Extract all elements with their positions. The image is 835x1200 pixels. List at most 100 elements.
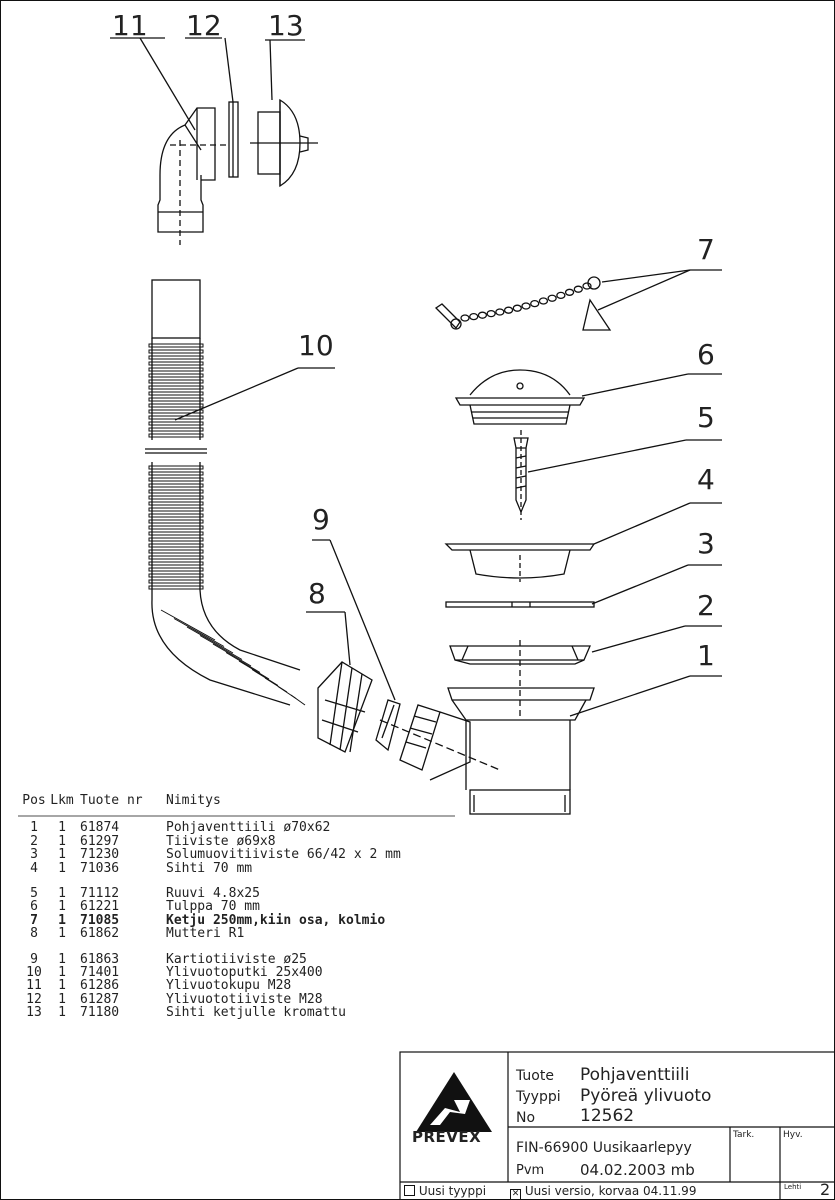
row-lkm: 1 xyxy=(58,847,66,863)
callout-1: 1 xyxy=(697,639,715,672)
callout-4: 4 xyxy=(697,463,715,496)
callout-11: 11 xyxy=(112,9,148,42)
leader-9 xyxy=(329,539,396,701)
parts-list-header: Pos Lkm Tuote nr Nimitys xyxy=(18,793,458,808)
row-nimitys: Ylivuototiiviste M28 xyxy=(166,991,323,1007)
tark-label: Tark. xyxy=(733,1130,755,1140)
row-pos: 10 xyxy=(26,965,42,981)
row-lkm: 1 xyxy=(58,820,66,836)
row-nimitys: Ylivuotoputki 25x400 xyxy=(166,965,323,981)
leader-7b xyxy=(597,269,691,311)
part-10-overflow-pipe xyxy=(145,279,306,706)
row-pos: 5 xyxy=(30,886,38,902)
hyv-label: Hyv. xyxy=(783,1130,803,1140)
part-5-screw xyxy=(513,430,529,520)
no-label: No xyxy=(516,1110,536,1126)
row-pos: 6 xyxy=(30,899,38,915)
callout-6: 6 xyxy=(697,338,715,371)
row-pos: 3 xyxy=(30,847,38,863)
row-lkm: 1 xyxy=(58,991,66,1007)
leader-7a xyxy=(601,269,691,283)
row-nimitys: Sihti 70 mm xyxy=(166,860,253,876)
pvm-label: Pvm xyxy=(516,1163,545,1178)
row-nimitys: Ruuvi 4.8x25 xyxy=(166,886,260,902)
row-tuote-nr: 71085 xyxy=(80,912,120,928)
part-13-chain-strainer xyxy=(250,98,318,188)
row-nimitys: Ylivuotokupu M28 xyxy=(166,978,292,994)
row-pos: 11 xyxy=(26,978,42,994)
row-pos: 9 xyxy=(30,951,38,967)
part-1-drain-valve-body xyxy=(379,640,595,815)
row-nimitys: Tulppa 70 mm xyxy=(166,899,260,915)
leader-1 xyxy=(569,675,691,717)
brand-name: PREVEX xyxy=(412,1128,482,1146)
callout-10: 10 xyxy=(298,329,334,362)
callout-5: 5 xyxy=(697,401,715,434)
row-lkm: 1 xyxy=(58,886,66,902)
row-tuote-nr: 71230 xyxy=(80,847,120,863)
tuote-label: Tuote xyxy=(516,1068,554,1084)
row-pos: 13 xyxy=(26,1005,42,1021)
part-2-seal xyxy=(449,645,591,665)
row-tuote-nr: 71036 xyxy=(80,860,120,876)
callout-3: 3 xyxy=(697,527,715,560)
callout-13: 13 xyxy=(268,9,304,42)
new-version-label: Uusi versio, korvaa 04.11.99 xyxy=(524,1184,697,1198)
header-pos: Pos xyxy=(22,793,46,808)
row-pos: 7 xyxy=(30,912,38,928)
new-version-option: ✕ Uusi versio, korvaa 04.11.99 xyxy=(510,1184,696,1200)
leader-12 xyxy=(224,37,234,103)
part-6-plug xyxy=(454,369,586,425)
row-tuote-nr: 61874 xyxy=(80,820,120,836)
prevex-logo xyxy=(416,1072,492,1132)
new-version-checkbox: ✕ xyxy=(510,1189,521,1200)
row-pos: 1 xyxy=(30,820,38,836)
title-block-frame xyxy=(399,1051,835,1200)
callout-9: 9 xyxy=(312,503,330,536)
parts-list-row: 3 1 71230 Solumuovitiiviste 66/42 x 2 mm xyxy=(18,847,458,863)
part-8-nut-r1 xyxy=(317,661,373,753)
row-tuote-nr: 61297 xyxy=(80,833,120,849)
row-nimitys: Tiiviste ø69x8 xyxy=(166,833,276,849)
leader-10 xyxy=(174,367,299,421)
row-lkm: 1 xyxy=(58,1005,66,1021)
row-lkm: 1 xyxy=(58,912,66,928)
part-12-overflow-gasket xyxy=(228,101,239,178)
row-tuote-nr: 71401 xyxy=(80,965,120,981)
tuote-value: Pohjaventtiili xyxy=(580,1065,690,1085)
row-lkm: 1 xyxy=(58,833,66,849)
new-type-checkbox xyxy=(404,1185,415,1196)
part-9-cone-seal xyxy=(375,699,401,752)
row-pos: 8 xyxy=(30,926,38,942)
row-tuote-nr: 71112 xyxy=(80,886,120,902)
callout-12: 12 xyxy=(186,9,222,42)
tyyppi-value: Pyöreä ylivuoto xyxy=(580,1086,712,1106)
header-tuote-nr: Tuote nr xyxy=(80,793,143,808)
header-nimitys: Nimitys xyxy=(166,793,221,808)
callout-2: 2 xyxy=(697,589,715,622)
row-nimitys: Solumuovitiiviste 66/42 x 2 mm xyxy=(166,847,401,863)
parts-list-group-gap xyxy=(18,941,458,953)
row-nimitys: Mutteri R1 xyxy=(166,926,245,942)
part-11-overflow-elbow xyxy=(157,107,230,245)
company-address: FIN-66900 Uusikaarlepyy xyxy=(516,1140,692,1156)
row-lkm: 1 xyxy=(58,899,66,915)
leader-5 xyxy=(527,439,687,473)
tyyppi-label: Tyyppi xyxy=(516,1089,561,1105)
part-4-sink-strainer xyxy=(444,543,596,582)
row-nimitys: Ketju 250mm,kiin osa, kolmio xyxy=(166,912,386,928)
row-pos: 12 xyxy=(26,991,42,1007)
header-lkm: Lkm xyxy=(50,793,74,808)
sheet-label: Lehti xyxy=(784,1183,802,1191)
row-tuote-nr: 61221 xyxy=(80,899,120,915)
leader-4 xyxy=(593,502,691,545)
